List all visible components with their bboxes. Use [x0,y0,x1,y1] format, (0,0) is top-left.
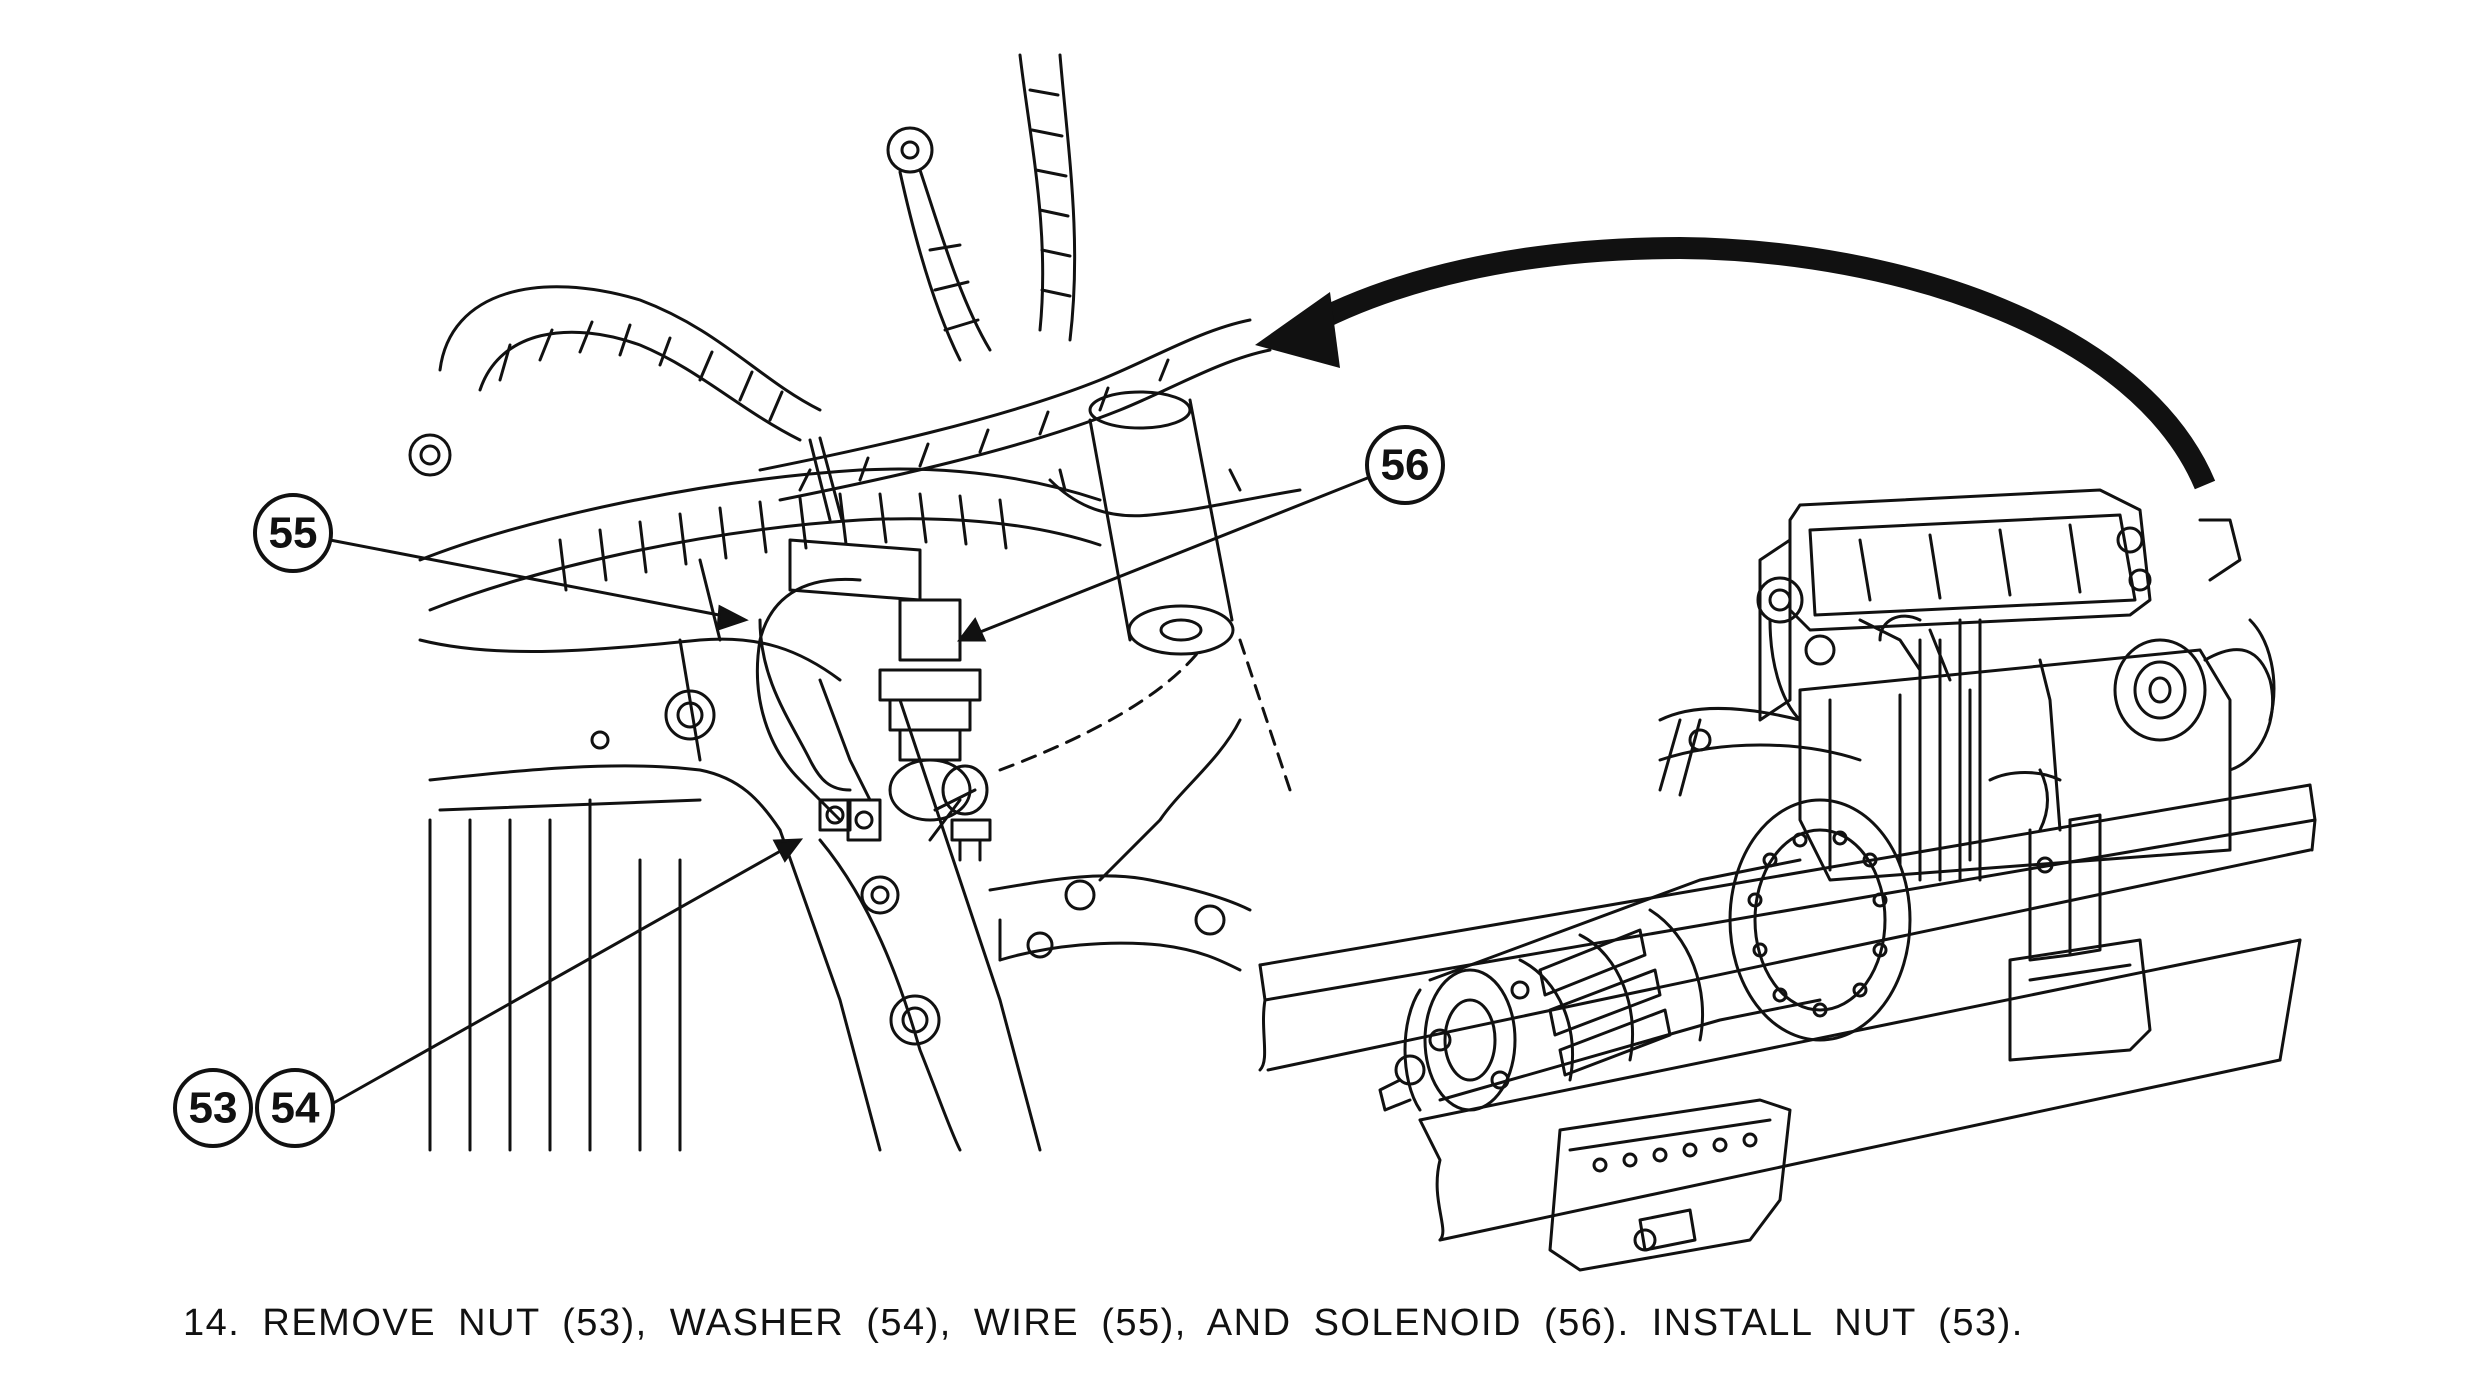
solenoid-assembly [758,538,992,862]
leader-lines [329,473,1376,1107]
crossmember-bracket [1988,768,2102,962]
oil-pan [1548,938,2152,1272]
wire-harness-right [758,318,1302,522]
alignment-lines [998,638,1292,792]
callout-54: 54 [255,1068,335,1148]
turbocharger [2113,518,2276,772]
frame-rail [1258,783,2317,1242]
svg-text:56: 56 [1381,441,1430,490]
engine-block-left [408,433,1042,1152]
callout-56: 56 [1365,425,1445,505]
wire-harness-top [886,53,1077,362]
engine-overview [1258,488,2317,1272]
nut-53-location [818,798,852,832]
transmission [1378,798,1912,1112]
svg-text:54: 54 [271,1084,320,1133]
engine-block [1756,538,2232,882]
callout-55: 55 [253,493,333,573]
engine-piping [1658,614,1982,882]
step-instruction: 14. REMOVE NUT (53), WASHER (54), WIRE (… [183,1302,2024,1344]
svg-text:53: 53 [189,1084,238,1133]
wire-55 [755,577,882,842]
valve-cover [1788,488,2152,632]
locator-arrow [1255,236,2216,490]
mounting-bracket [988,718,1252,972]
callout-53: 53 [173,1068,253,1148]
solenoid-56-part [1058,390,1242,656]
svg-text:55: 55 [269,509,318,558]
